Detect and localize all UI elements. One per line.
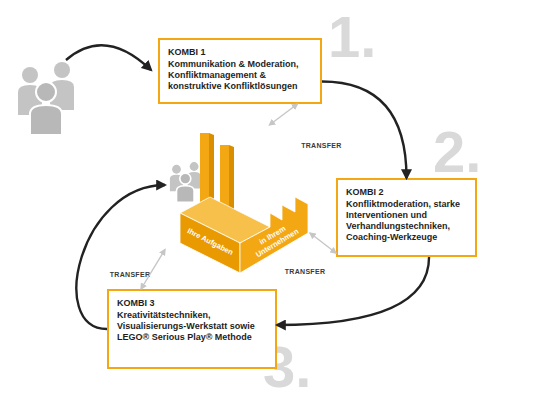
edge-label: TRANSFER [110,271,151,278]
flow-arrow [322,82,407,178]
transfer-arrow [269,104,297,125]
person-body [30,105,62,135]
person-head [190,162,199,171]
factory-node: Ihre Aufgabenin Ihrem Unternehmen [165,125,310,275]
factory-shape [165,125,310,275]
flow-arrow [76,185,165,329]
factory-left-face [180,213,240,273]
person-head [36,82,56,102]
edge-label: TRANSFER [301,141,342,148]
flow-arrow [277,257,429,325]
step-number: 2. [433,123,481,181]
edge-label: TRANSFER [285,268,326,275]
box-title: KOMBI 3 [117,298,267,309]
start-arrow [66,45,151,70]
transfer-arrow [141,250,165,290]
person-head [22,67,38,83]
box-text: Kreativitätstechniken, Visualisierungs-W… [117,310,267,343]
process-box: KOMBI 1Kommunikation & Moderation, Konfl… [158,38,322,104]
person-head [180,173,191,184]
transfer-arrow [310,233,336,253]
box-text: Konfliktmoderation, starke Interventione… [346,199,467,243]
person-head [172,165,181,174]
person-body [177,186,195,203]
process-box: KOMBI 3Kreativitätstechniken, Visualisie… [107,289,277,369]
process-box: KOMBI 2Konfliktmoderation, starke Interv… [336,178,477,257]
small-people-icon [170,162,201,202]
box-text: Kommunikation & Moderation, Konfliktmana… [168,59,312,92]
step-number: 1. [328,8,376,66]
people-icon [18,62,74,135]
person-head [54,62,70,78]
factory-right-face [240,197,308,273]
box-title: KOMBI 1 [168,47,312,58]
box-title: KOMBI 2 [346,187,467,198]
